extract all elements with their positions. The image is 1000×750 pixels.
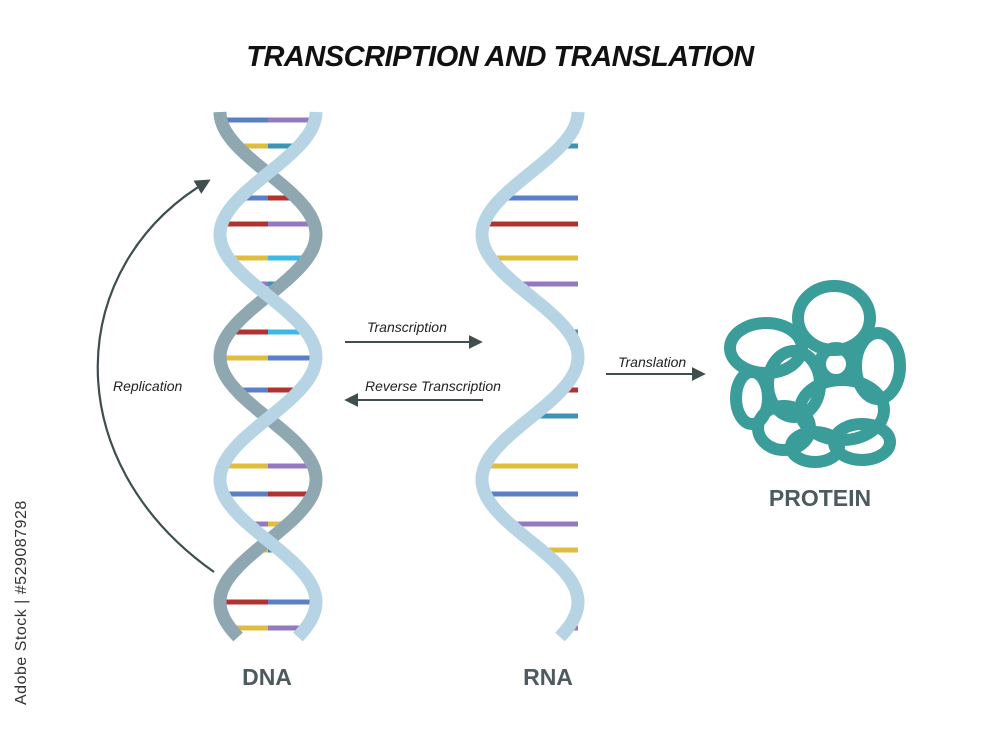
stock-watermark: Adobe Stock | #529087928: [13, 500, 30, 705]
replication-arrow: [96, 179, 215, 573]
transcription-label: Transcription: [367, 319, 447, 335]
dna-label: DNA: [242, 664, 292, 690]
dna-front-strand: [213, 111, 323, 642]
rna-label: RNA: [523, 664, 573, 690]
diagram-title: TRANSCRIPTION AND TRANSLATION: [246, 41, 755, 73]
reverse-transcription-label: Reverse Transcription: [365, 378, 501, 394]
dna-strand-back: [213, 111, 323, 642]
dna-back-strand: [213, 111, 323, 642]
rna-strand: [475, 111, 585, 642]
protein-structure: [724, 280, 906, 468]
protein-label: PROTEIN: [769, 485, 871, 511]
rna-backbone: [475, 111, 585, 642]
translation-label: Translation: [618, 354, 686, 370]
dna-helix: [213, 111, 323, 642]
replication-label: Replication: [113, 378, 182, 394]
dna-strand-front: [213, 111, 323, 642]
rna-strand: [475, 111, 585, 642]
